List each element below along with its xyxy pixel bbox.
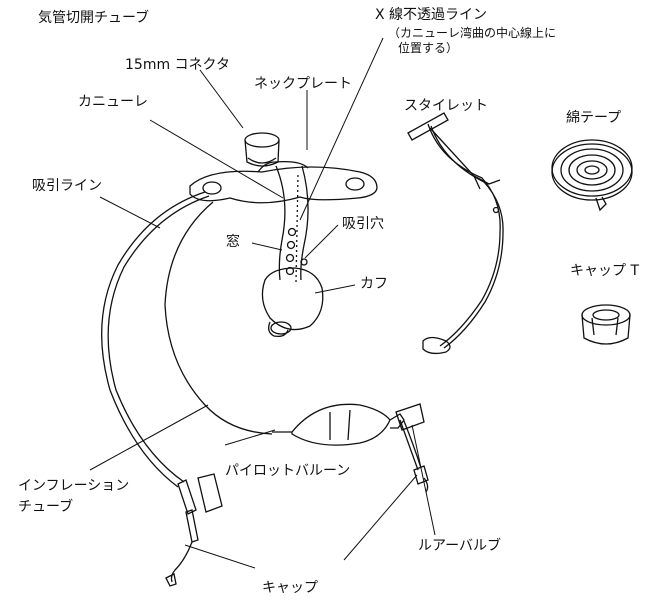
xray-note-line2: 位置する） — [398, 41, 459, 55]
cap-t — [581, 304, 631, 345]
cap-t-label: キャップ T — [570, 263, 640, 279]
suction-hole-label: 吸引穴 — [342, 216, 384, 232]
stylet — [407, 112, 504, 355]
suction-line-label: 吸引ライン — [32, 178, 102, 194]
pilot-balloon-label: パイロットバルーン — [225, 463, 351, 479]
leader-lines — [89, 37, 436, 569]
xray-line-label: X 線不透過ライン — [375, 7, 488, 23]
cotton-tape-label: 綿テープ — [566, 110, 622, 126]
connector-label: 15mm コネクタ — [125, 57, 230, 73]
suction-cap — [165, 473, 223, 587]
cuff — [261, 267, 324, 338]
title-label: 気管切開チューブ — [38, 10, 150, 26]
inflation-tube-label-line2: チューブ — [18, 499, 74, 515]
suction-line — [101, 191, 210, 488]
15mm-connector — [244, 132, 280, 167]
luer-valve-label: ルアーバルブ — [418, 538, 502, 554]
pilot-balloon — [272, 403, 405, 446]
inflation-tube-label-line1: インフレーション — [18, 478, 130, 494]
xray-note-line1: （カニューレ湾曲の中心線上に — [388, 26, 557, 40]
cap-label: キャップ — [262, 580, 318, 596]
cotton-tape-roll — [551, 139, 633, 212]
cannula — [275, 165, 309, 283]
neckplate-label: ネックプレート — [254, 76, 352, 92]
window-label: 窓 — [226, 234, 240, 250]
cuff-label: カフ — [360, 276, 388, 292]
stylet-label: スタイレット — [404, 98, 488, 114]
neckplate — [189, 160, 378, 204]
cannula-label: カニューレ — [78, 94, 148, 110]
inflation-line — [164, 201, 273, 435]
luer-valve — [395, 403, 429, 493]
